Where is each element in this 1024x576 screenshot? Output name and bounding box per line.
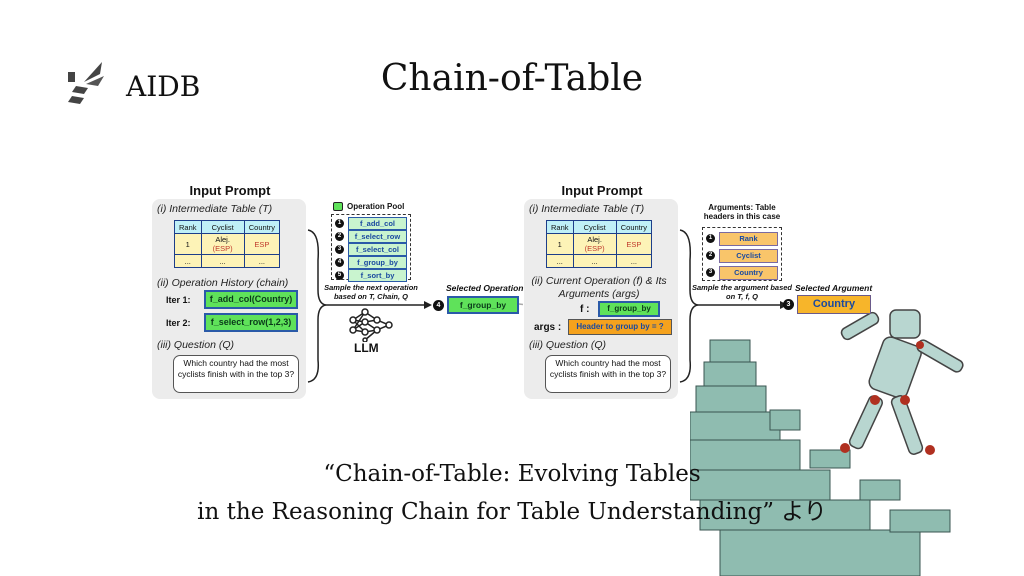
current-op-label: (ii) Current Operation (f) & Its Argumen… [531,275,667,300]
pool-operation: f_add_col [348,217,407,230]
number-badge: 3 [706,268,715,277]
header-country: Country [615,220,653,234]
history-op: f_select_row(1,2,3) [204,313,298,332]
selected-op-box: f_group_by [447,296,519,314]
right-table-label: (i) Intermediate Table (T) [529,203,645,215]
step-number: 4 [433,300,444,311]
bee-icon [68,62,104,104]
operation-pool-title: Operation Pool [347,202,405,211]
number-badge: 4 [335,258,344,267]
argument-option-row: 3 Country [706,265,778,280]
caption-line-1: “Chain-of-Table: Evolving Tables [323,461,701,487]
llm-network-icon [349,308,393,342]
header-cyclist: Cyclist [200,220,245,234]
selected-arg-box: Country [797,295,871,314]
pool-operation-row: 1 f_add_col [335,217,407,230]
step-number: 3 [783,299,794,310]
number-badge: 1 [335,219,344,228]
cell: ... [572,254,617,268]
header-rank: Rank [546,220,574,234]
number-badge: 5 [335,271,344,280]
arguments-title: Arguments: Table headers in this case [703,203,781,221]
cell-text: Alej. [587,235,602,244]
pool-operation-row: 2 f_select_row [335,230,407,243]
argument-option: Country [719,265,778,280]
pool-operation-row: 4 f_group_by [335,256,407,269]
argument-option: Rank [719,231,778,246]
argument-option: Cyclist [719,248,778,263]
cell: ... [615,254,653,268]
brace-arrow [307,229,432,383]
number-badge: 3 [335,245,344,254]
cell: 1 [546,233,574,255]
header-rank: Rank [174,220,202,234]
brand-name: AIDB [126,70,201,103]
pool-operation: f_select_col [348,243,407,256]
sample-arg-text: Sample the argument based on T, f, Q [691,283,793,301]
number-badge: 2 [706,251,715,260]
pool-operation-row: 3 f_select_col [335,243,407,256]
robot-stairs-illustration [690,309,964,576]
caption-line-2: in the Reasoning Chain for Table Underst… [197,499,827,525]
question-label: (iii) Question (Q) [157,339,235,351]
arguments-box [702,227,782,281]
selected-arg-label: Selected Argument [795,283,873,293]
cell: ESP [615,233,653,255]
question-box: Which country had the most cyclists fini… [173,355,299,393]
question-label: (iii) Question (Q) [529,339,607,351]
pool-operation: f_sort_by [348,269,407,282]
f-label: f : [580,304,590,315]
cell: Alej. (ESP) [200,233,245,255]
args-box: Header to group by = ? [568,319,672,335]
iter-label: Iter 1: [166,295,191,305]
right-prompt-title: Input Prompt [561,183,643,198]
page-title: Chain-of-Table [380,58,644,99]
cell-text: (ESP) [212,244,233,253]
number-badge: 2 [335,232,344,241]
question-box: Which country had the most cyclists fini… [545,355,671,393]
left-table-label: (i) Intermediate Table (T) [157,203,273,215]
argument-option-row: 1 Rank [706,231,778,246]
cell-text: (ESP) [584,244,605,253]
selected-op-label: Selected Operation [446,283,524,293]
llm-label: LLM [354,341,379,355]
iter-label: Iter 2: [166,318,191,328]
current-op-box: f_group_by [598,301,660,317]
pool-operation-row: 5 f_sort_by [335,269,407,282]
pool-operation: f_group_by [348,256,407,269]
argument-option-row: 2 Cyclist [706,248,778,263]
header-country: Country [243,220,281,234]
sample-op-text: Sample the next operation based on T, Ch… [324,283,418,301]
cell: 1 [174,233,202,255]
history-label: (ii) Operation History (chain) [157,277,289,289]
args-label: args : [534,322,562,333]
cell: ... [243,254,281,268]
cell: ESP [243,233,281,255]
cell-text: Alej. [215,235,230,244]
number-badge: 1 [706,234,715,243]
left-prompt-title: Input Prompt [189,183,271,198]
cell: ... [200,254,245,268]
history-op: f_add_col(Country) [204,290,298,309]
header-cyclist: Cyclist [572,220,617,234]
cell: Alej. (ESP) [572,233,617,255]
cell: ... [174,254,202,268]
database-icon [333,202,343,211]
cell: ... [546,254,574,268]
pool-operation: f_select_row [348,230,407,243]
